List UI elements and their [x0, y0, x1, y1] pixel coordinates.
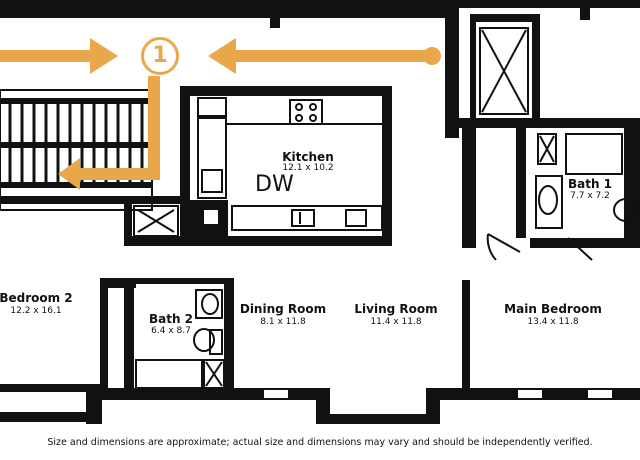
room-name-living-room: Living Room — [354, 302, 438, 316]
disclaimer-text: Size and dimensions are approximate; act… — [47, 437, 593, 448]
bath-2-walls — [100, 278, 234, 390]
room-dims-bath-2: 6.4 x 8.7 — [151, 326, 191, 336]
kitchen-counters — [197, 97, 390, 231]
windows — [264, 390, 612, 398]
room-name-bedroom-2: Bedroom 2 — [0, 291, 73, 305]
room-dims-living-room: 11.4 x 11.8 — [370, 317, 422, 327]
bath-2-fixtures — [135, 289, 225, 389]
kitchen-walls — [128, 86, 392, 246]
room-name-bath-2: Bath 2 — [148, 312, 194, 326]
room-name-bath-1: Bath 1 — [567, 177, 613, 191]
room-dims-dining-room: 8.1 x 11.8 — [260, 317, 306, 327]
room-name-dining-room: Dining Room — [239, 302, 327, 316]
room-dims-bath-1: 7.7 x 7.2 — [570, 191, 610, 201]
kitchen-sink — [204, 210, 218, 224]
room-name-kitchen: Kitchen — [282, 150, 334, 164]
shower-stall — [479, 27, 529, 115]
route-marker: 1 — [141, 37, 179, 75]
closet-wall — [124, 200, 132, 246]
stairs — [0, 89, 190, 211]
entry-route — [0, 38, 441, 190]
dishwasher-label: DW — [255, 172, 294, 197]
main-bedroom-wall — [462, 280, 470, 390]
bath-1-fixtures — [486, 133, 639, 261]
closet-hatch — [133, 205, 179, 237]
room-dims-main-bedroom: 13.4 x 11.8 — [527, 317, 579, 327]
bottom-wall — [0, 384, 640, 424]
bath-1-walls — [445, 14, 640, 248]
top-wall — [0, 0, 640, 138]
room-dims-bedroom-2: 12.2 x 16.1 — [10, 306, 62, 316]
room-dims-kitchen: 12.1 x 10.2 — [282, 163, 334, 173]
room-name-main-bedroom: Main Bedroom — [504, 302, 602, 316]
